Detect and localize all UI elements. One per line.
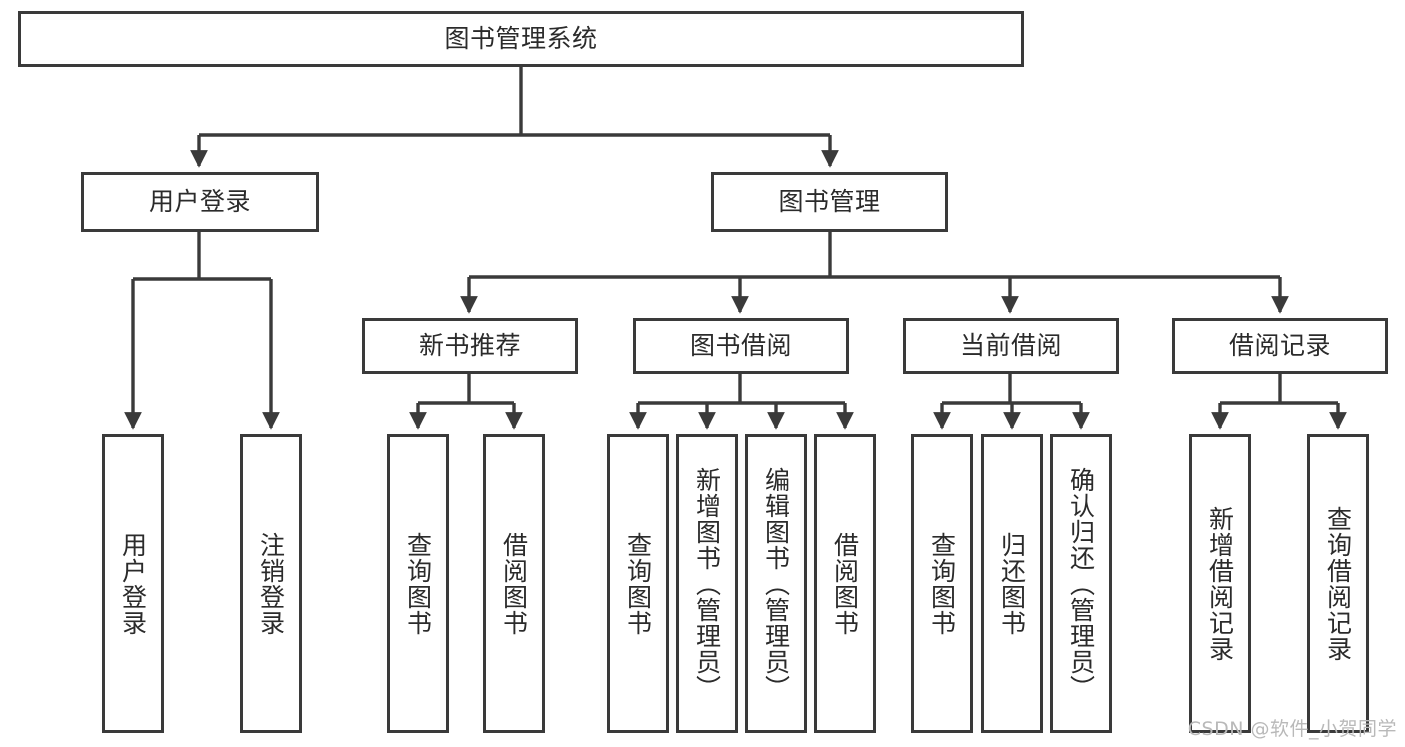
node-book-borrow-label: 图书借阅: [689, 331, 792, 361]
node-root[interactable]: 图书管理系统: [18, 11, 1024, 67]
node-leaf-query-book-1-label: 查询图书: [403, 531, 433, 636]
node-book-manage[interactable]: 图书管理: [711, 172, 948, 232]
node-leaf-add-book[interactable]: 新增图书（管理员）: [676, 434, 738, 733]
node-new-book-rec[interactable]: 新书推荐: [362, 318, 578, 374]
node-current-borrow[interactable]: 当前借阅: [903, 318, 1119, 374]
node-root-label: 图书管理系统: [444, 24, 598, 54]
node-leaf-user-login[interactable]: 用户登录: [102, 434, 164, 733]
node-leaf-add-record-label: 新增借阅记录: [1205, 505, 1235, 662]
node-leaf-borrow-book-2[interactable]: 借阅图书: [814, 434, 876, 733]
node-leaf-query-record-label: 查询借阅记录: [1323, 505, 1353, 662]
node-leaf-edit-book-label: 编辑图书（管理员）: [761, 466, 791, 701]
node-leaf-logout-label: 注销登录: [256, 531, 286, 636]
node-borrow-record[interactable]: 借阅记录: [1172, 318, 1388, 374]
node-leaf-query-record[interactable]: 查询借阅记录: [1307, 434, 1369, 733]
node-leaf-edit-book[interactable]: 编辑图书（管理员）: [745, 434, 807, 733]
node-leaf-user-login-label: 用户登录: [118, 531, 148, 636]
node-book-borrow[interactable]: 图书借阅: [633, 318, 849, 374]
node-leaf-borrow-book-1[interactable]: 借阅图书: [483, 434, 545, 733]
node-leaf-add-book-label: 新增图书（管理员）: [692, 466, 722, 701]
node-leaf-confirm-return[interactable]: 确认归还（管理员）: [1050, 434, 1112, 733]
node-current-borrow-label: 当前借阅: [959, 331, 1062, 361]
watermark-text: CSDN @软件_小贺同学: [1187, 718, 1397, 740]
node-borrow-record-label: 借阅记录: [1228, 331, 1331, 361]
node-leaf-query-book-2[interactable]: 查询图书: [607, 434, 669, 733]
node-leaf-confirm-return-label: 确认归还（管理员）: [1066, 466, 1096, 701]
node-new-book-rec-label: 新书推荐: [418, 331, 521, 361]
node-leaf-return-book-label: 归还图书: [997, 531, 1027, 636]
node-leaf-borrow-book-2-label: 借阅图书: [830, 531, 860, 636]
node-book-manage-label: 图书管理: [778, 187, 881, 217]
node-leaf-query-book-2-label: 查询图书: [623, 531, 653, 636]
node-leaf-query-book-1[interactable]: 查询图书: [387, 434, 449, 733]
node-leaf-query-book-3-label: 查询图书: [927, 531, 957, 636]
node-user-login-label: 用户登录: [148, 187, 251, 217]
node-leaf-add-record[interactable]: 新增借阅记录: [1189, 434, 1251, 733]
node-leaf-return-book[interactable]: 归还图书: [981, 434, 1043, 733]
node-leaf-borrow-book-1-label: 借阅图书: [499, 531, 529, 636]
node-user-login[interactable]: 用户登录: [81, 172, 319, 232]
node-leaf-query-book-3[interactable]: 查询图书: [911, 434, 973, 733]
node-leaf-logout[interactable]: 注销登录: [240, 434, 302, 733]
